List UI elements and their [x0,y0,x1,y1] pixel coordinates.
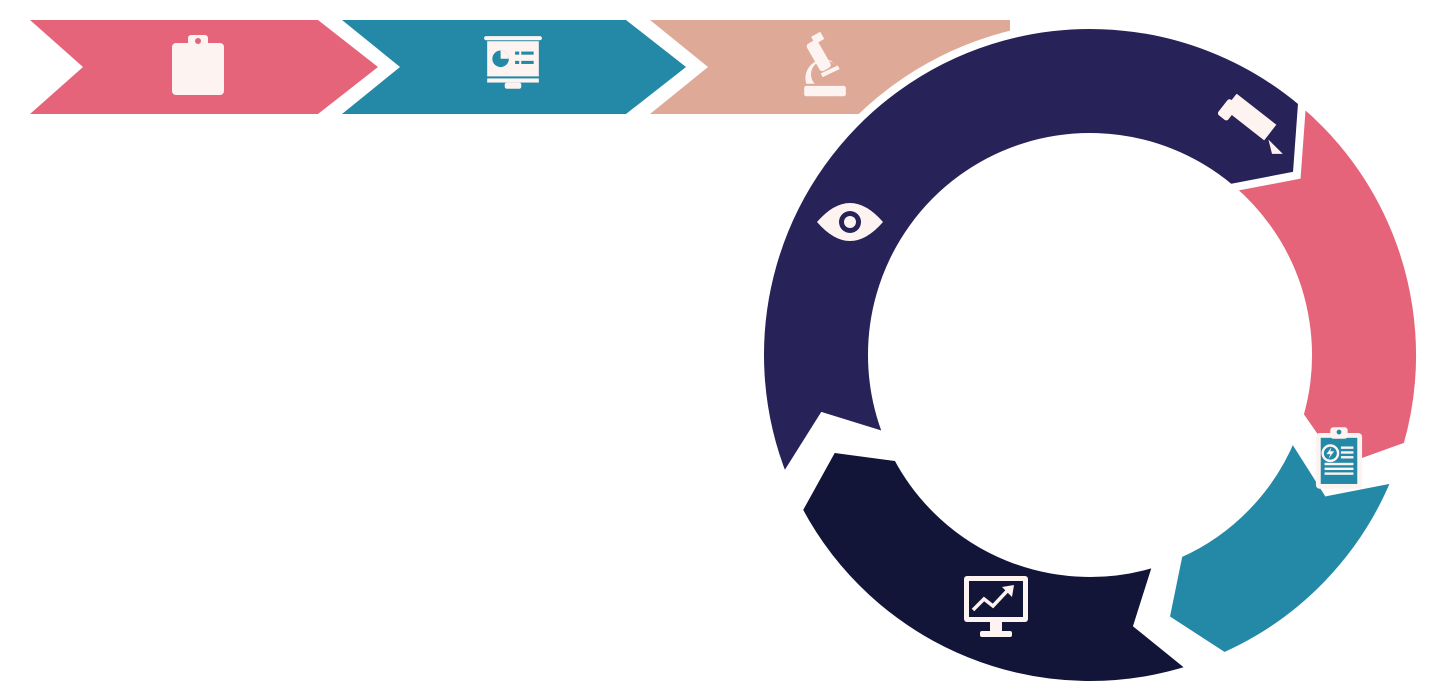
cycle-segment-4 [756,21,1307,488]
checklist-clipboard-icon [1314,425,1364,491]
chevron-step-2 [342,20,686,114]
cycle-segment-3 [794,444,1201,690]
chevron-step-1 [30,20,378,114]
cycle-ring [756,20,1424,690]
chevron-steps [30,20,1010,114]
cycle-segment-2 [1161,427,1403,662]
presentation-board-icon [484,36,542,89]
clipboard-icon [172,35,224,95]
